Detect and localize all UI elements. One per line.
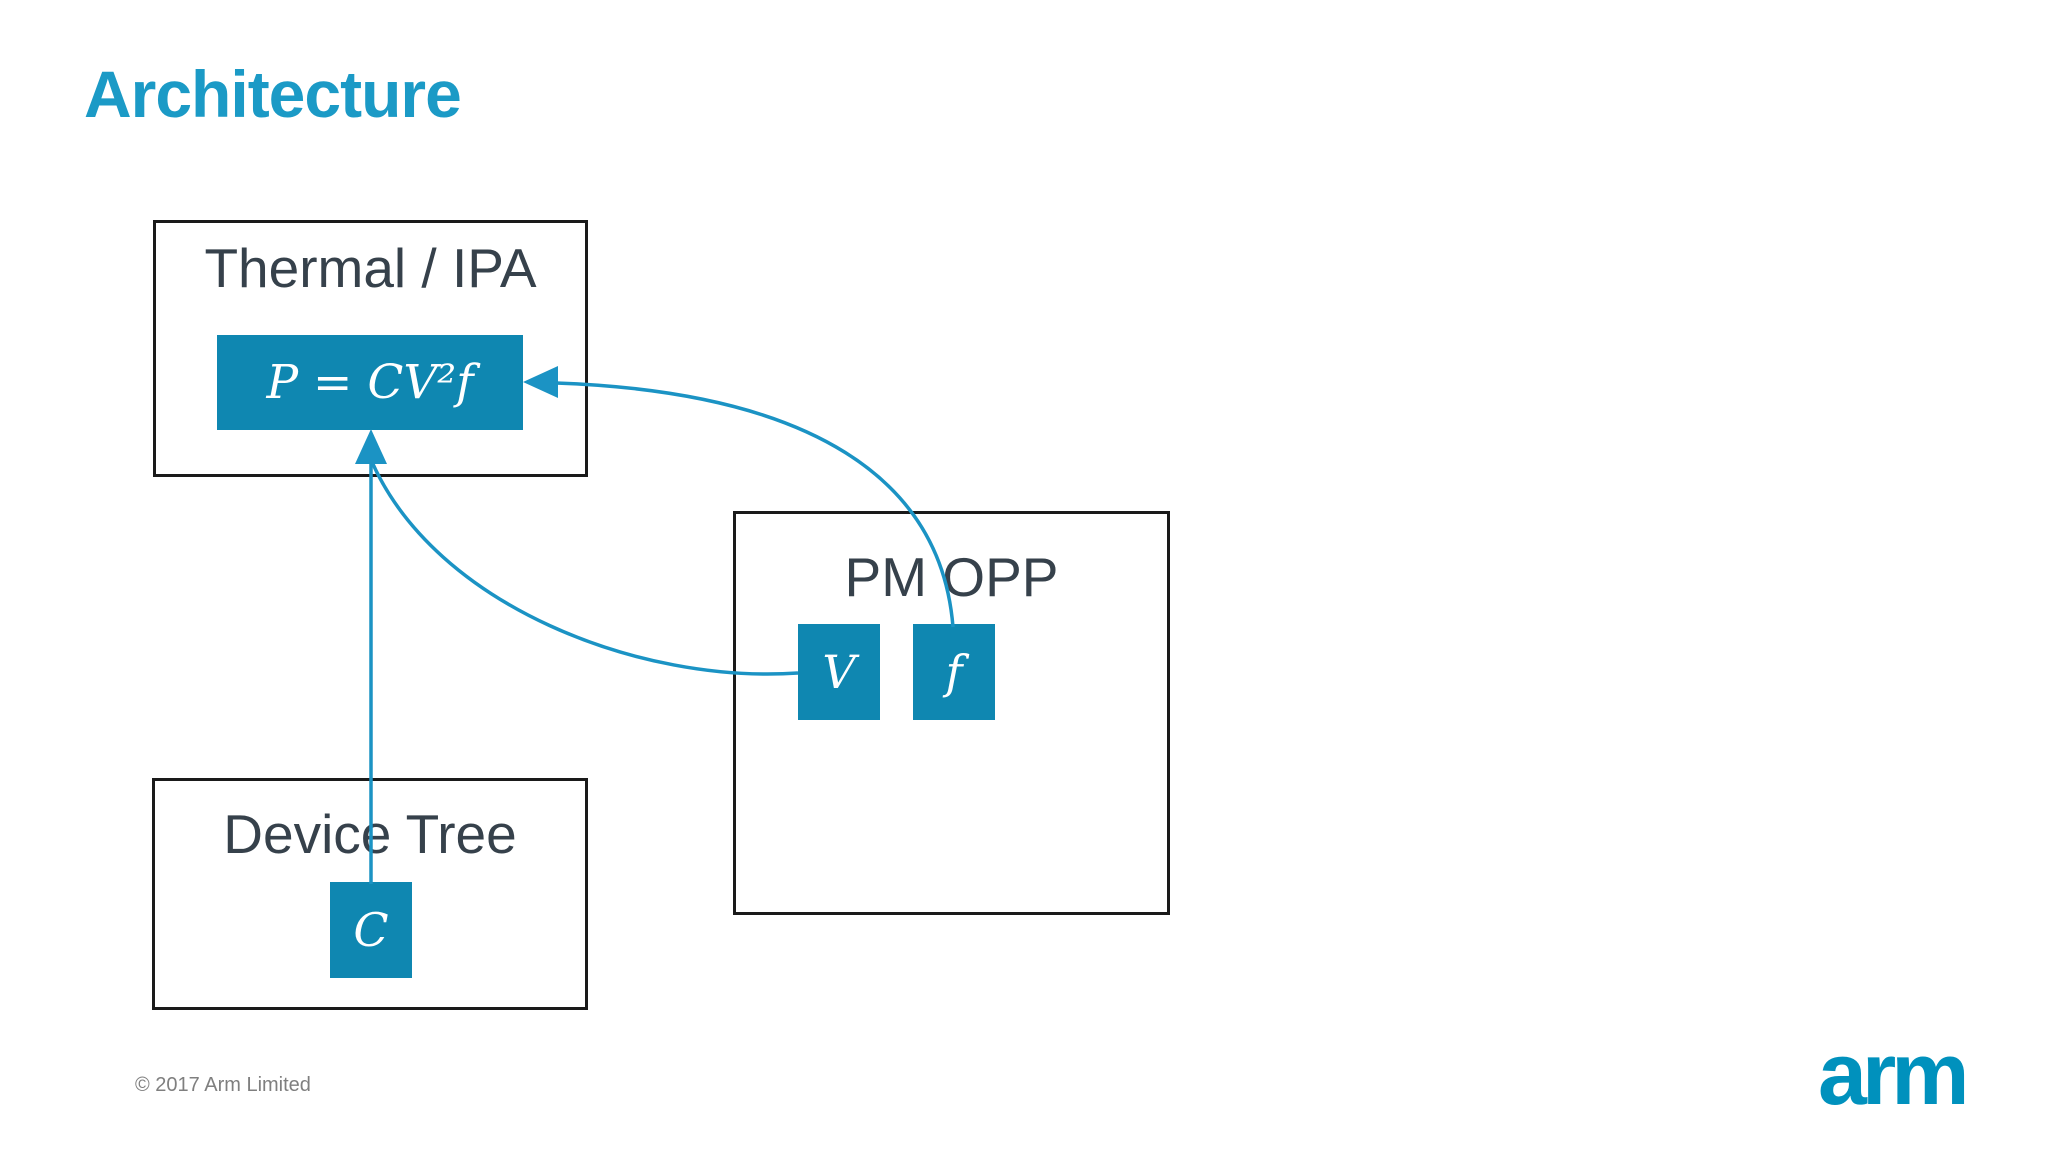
capacitance-chip: C [330, 882, 412, 978]
power-formula-chip: P = CV²f [217, 335, 523, 430]
voltage-chip: V [798, 624, 880, 720]
pm-opp-box: PM OPP V f [733, 511, 1170, 915]
frequency-chip: f [913, 624, 995, 720]
pm-opp-title: PM OPP [844, 546, 1059, 608]
voltage-chip-label: V [822, 645, 856, 699]
device-tree-box: Device Tree C [152, 778, 588, 1010]
power-formula-text: P = CV²f [266, 355, 474, 410]
thermal-ipa-title: Thermal / IPA [204, 237, 537, 299]
slide-title: Architecture [84, 57, 462, 131]
thermal-ipa-box: Thermal / IPA P = CV²f [153, 220, 588, 477]
capacitance-chip-label: C [353, 903, 389, 957]
arm-logo: arm [1818, 1024, 1969, 1123]
device-tree-title: Device Tree [223, 803, 517, 865]
frequency-chip-label: f [945, 645, 963, 699]
copyright-text: © 2017 Arm Limited [135, 1074, 311, 1096]
